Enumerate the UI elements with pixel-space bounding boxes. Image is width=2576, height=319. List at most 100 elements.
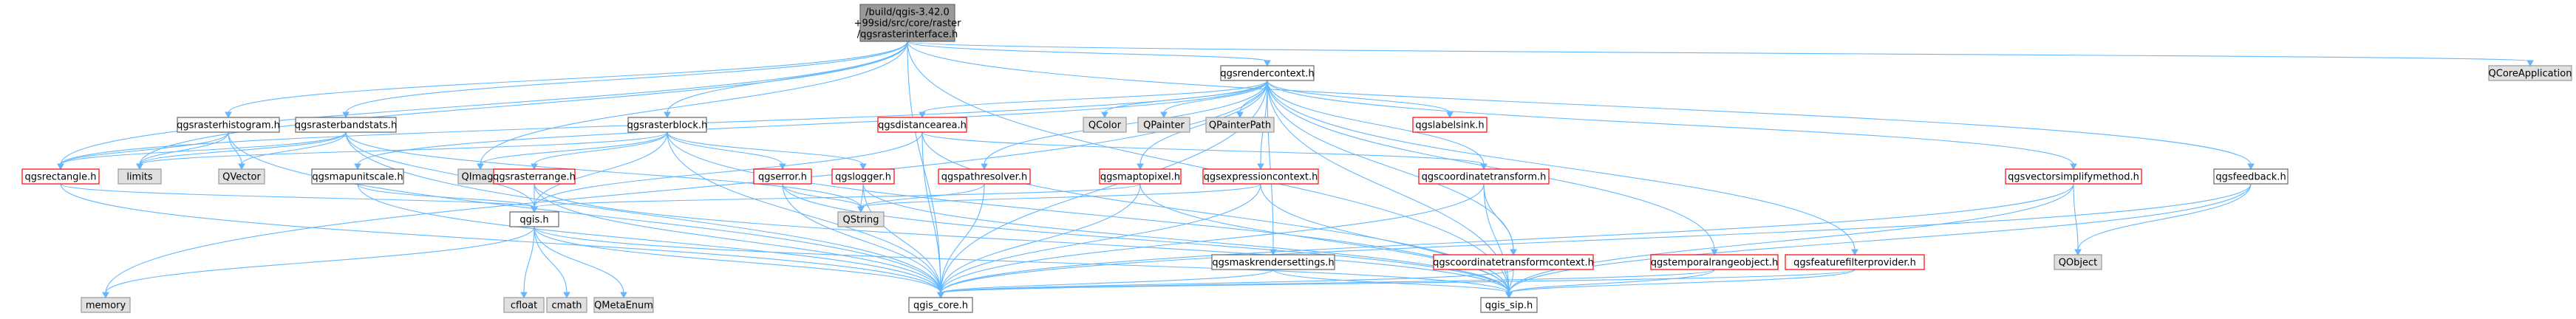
node-box <box>1418 168 1550 185</box>
node-qgsrasterbandstats[interactable]: qgsrasterbandstats.h <box>295 117 398 133</box>
edge-root-to-qgsrasterhistogram <box>225 41 908 119</box>
node-qgis_core[interactable]: qgis_core.h <box>908 297 973 313</box>
edge-line <box>921 80 1268 114</box>
arrowhead <box>477 163 484 171</box>
node-qgsrendercontext[interactable]: qgsrendercontext.h <box>1220 65 1315 81</box>
node-qgsdistancearea[interactable]: qgsdistancearea.h <box>877 117 967 133</box>
node-qgsmapunitscale[interactable]: qgsmapunitscale.h <box>311 168 404 185</box>
node-QPainter: QPainter <box>1137 117 1190 133</box>
edge-line <box>1483 183 1514 251</box>
node-qgspathresolver[interactable]: qgspathresolver.h <box>938 168 1031 185</box>
edge-qgsrendercontext-to-QPainterPath <box>1236 80 1268 119</box>
node-label: QPainterPath <box>1209 120 1271 131</box>
edge-line <box>534 226 624 294</box>
edge-line <box>940 183 1261 294</box>
edge-line <box>105 80 1268 294</box>
edge-line <box>1267 80 1715 251</box>
edge-root-to-QImage <box>477 41 908 171</box>
node-qgis[interactable]: qgis.h <box>509 211 559 227</box>
edge-qgis-to-QMetaEnum <box>534 226 627 299</box>
node-qgsmaptopixel[interactable]: qgsmaptopixel.h <box>1099 168 1182 185</box>
edge-line <box>1267 80 1451 114</box>
arrowhead <box>1851 249 1858 256</box>
node-qgserror[interactable]: qgserror.h <box>753 168 812 185</box>
edge-qgsdistancearea-to-qgscoordinatetransform <box>921 131 1488 171</box>
node-box <box>1211 254 1335 270</box>
node-qgsrasterrange[interactable]: qgsrasterrange.h <box>493 168 576 185</box>
arrowhead <box>664 112 671 119</box>
edge-line <box>1508 183 2074 294</box>
arrowhead <box>2526 60 2534 67</box>
node-label: qgslogger.h <box>835 172 891 183</box>
node-QObject: QObject <box>2054 254 2102 270</box>
node-qgscoordinatetransformcontext[interactable]: qgscoordinatetransformcontext.h <box>1433 254 1594 270</box>
node-box <box>503 297 545 313</box>
edge-line <box>907 41 2252 165</box>
node-label: qgsmaptopixel.h <box>1100 172 1180 183</box>
node-label: cmath <box>551 301 582 312</box>
edge-line <box>534 131 668 165</box>
node-label: /qgsrasterinterface.h <box>857 30 958 41</box>
edge-line <box>782 183 1510 294</box>
edge-line <box>667 131 783 165</box>
node-qgslabelsink[interactable]: qgslabelsink.h <box>1412 117 1488 133</box>
node-qgscoordinatetransform[interactable]: qgscoordinatetransform.h <box>1418 168 1550 185</box>
node-box <box>311 168 404 185</box>
node-qgsexpressioncontext[interactable]: qgsexpressioncontext.h <box>1202 168 1319 185</box>
edge-line <box>357 80 1268 165</box>
node-label: QImage <box>462 172 500 183</box>
node-qgsfeedback[interactable]: qgsfeedback.h <box>2213 168 2289 185</box>
edge-line <box>1267 80 1485 165</box>
node-label: qgis.h <box>519 215 548 226</box>
edge-line <box>60 183 535 208</box>
node-qgsrectangle[interactable]: qgsrectangle.h <box>21 168 100 185</box>
node-qgsmaskrendersettings[interactable]: qgsmaskrendersettings.h <box>1211 254 1335 270</box>
node-qgsrasterhistogram[interactable]: qgsrasterhistogram.h <box>177 117 280 133</box>
edge-line <box>921 131 1485 165</box>
node-box <box>1083 117 1127 133</box>
node-root[interactable]: /build/qgis-3.42.0+99sid/src/core/raster… <box>854 4 962 42</box>
node-qgsfeaturefilterprovider[interactable]: qgsfeaturefilterprovider.h <box>1785 254 1925 270</box>
edge-line <box>480 131 668 165</box>
node-qgsvectorsimplifymethod[interactable]: qgsvectorsimplifymethod.h <box>2005 168 2142 185</box>
edge-qgis-to-cmath <box>534 226 570 299</box>
edge-qgsfeaturefilterprovider-to-qgis_sip <box>1505 269 1856 299</box>
edge-line <box>1508 269 1856 294</box>
edge-line <box>345 41 908 114</box>
edge-line <box>139 41 908 165</box>
edge-line <box>862 183 1510 294</box>
edge-line <box>667 131 941 294</box>
node-qgis_sip[interactable]: qgis_sip.h <box>1480 297 1538 313</box>
edge-qgsrasterblock-to-limits <box>136 131 668 171</box>
arrowhead <box>857 206 865 213</box>
edge-qgsrasterhistogram-to-limits <box>136 131 229 171</box>
edge-line <box>907 41 1268 62</box>
arrowhead <box>531 206 538 213</box>
node-label: QCoreApplication <box>2489 69 2572 80</box>
arrowhead <box>1510 249 1517 256</box>
edge-qgsrasterblock-to-QImage <box>477 131 668 171</box>
node-box <box>908 297 973 313</box>
edge-line <box>1139 80 1268 165</box>
node-box <box>1220 65 1315 81</box>
node-QVector: QVector <box>218 168 265 185</box>
edge-line <box>345 131 862 208</box>
node-QImage: QImage <box>457 168 503 185</box>
arrowhead <box>981 163 988 171</box>
node-label: qgspathresolver.h <box>941 172 1027 183</box>
node-qgslogger[interactable]: qgslogger.h <box>831 168 895 185</box>
node-box <box>117 168 162 185</box>
edge-line <box>782 183 941 294</box>
arrowhead <box>1505 292 1513 299</box>
node-qgstemporalrangeobject[interactable]: qgstemporalrangeobject.h <box>1650 254 1779 270</box>
edge-qgsrasterblock-to-qgis_core <box>667 131 944 299</box>
edge-line <box>667 131 1510 294</box>
node-box <box>877 117 967 133</box>
node-box <box>509 211 559 227</box>
node-box <box>546 297 587 313</box>
node-box <box>1137 117 1190 133</box>
edge-line <box>862 183 941 294</box>
arrowhead <box>1236 112 1244 119</box>
node-qgsrasterblock[interactable]: qgsrasterblock.h <box>627 117 708 133</box>
